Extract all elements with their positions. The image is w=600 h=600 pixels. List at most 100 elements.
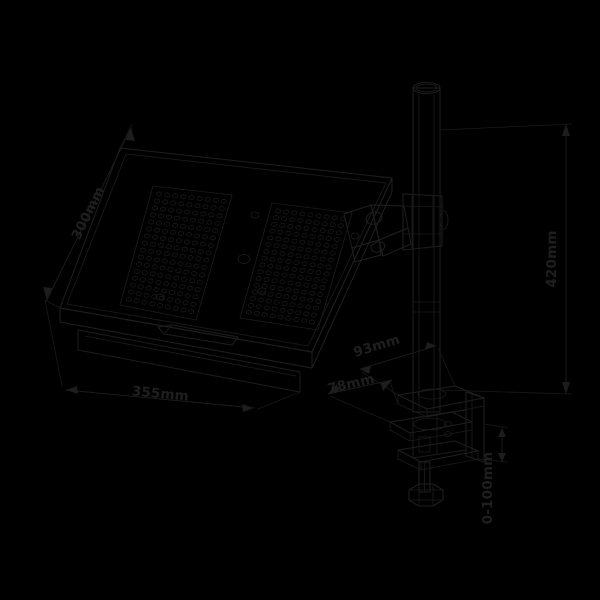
vent-hole xyxy=(212,228,219,233)
vent-hole xyxy=(205,250,212,256)
vent-hole xyxy=(203,257,210,263)
vent-hole xyxy=(133,268,140,274)
vent-hole xyxy=(151,294,158,300)
vent-hole xyxy=(216,213,223,219)
vent-hole xyxy=(305,276,312,281)
vent-hole xyxy=(317,263,324,269)
vent-hole xyxy=(291,238,298,244)
vent-hole xyxy=(159,236,166,241)
vent-hole xyxy=(173,275,180,281)
vent-hole xyxy=(169,290,176,295)
vent-hole xyxy=(149,271,156,277)
vent-panel-left xyxy=(119,185,233,321)
vent-hole xyxy=(283,294,290,300)
dimension-93mm-label: 93mm xyxy=(352,332,402,361)
vent-hole xyxy=(147,278,154,284)
vent-hole xyxy=(253,282,260,288)
clamp-knob xyxy=(408,483,444,507)
vent-hole xyxy=(172,222,179,228)
vent-hole xyxy=(297,303,304,309)
vent-hole xyxy=(165,244,172,250)
vent-hole xyxy=(191,240,198,246)
dimension-0-100mm: 0-100mm xyxy=(477,423,509,524)
vent-hole xyxy=(327,229,334,234)
vent-hole xyxy=(305,219,312,225)
vent-hole xyxy=(307,240,314,246)
vent-hole xyxy=(172,306,179,311)
vent-hole xyxy=(214,220,221,226)
vent-hole xyxy=(309,319,316,325)
vent-hole xyxy=(307,269,314,274)
vent-hole xyxy=(175,238,182,244)
vent-hole xyxy=(192,294,199,300)
vent-hole xyxy=(271,250,278,255)
vent-hole xyxy=(313,277,320,282)
vent-hole xyxy=(319,256,326,262)
vent-hole xyxy=(155,250,162,255)
vent-hole xyxy=(333,237,340,242)
vent-hole xyxy=(174,215,181,221)
vent-hole xyxy=(129,282,136,288)
vent-hole xyxy=(195,256,202,262)
vent-hole xyxy=(188,225,195,230)
vent-hole xyxy=(283,265,290,271)
vent-hole xyxy=(305,247,312,253)
vent-hole xyxy=(269,285,276,290)
vent-hole xyxy=(285,315,292,321)
vent-hole xyxy=(289,302,296,308)
vent-hole xyxy=(161,288,168,294)
vent-hole xyxy=(153,287,160,292)
vent-hole xyxy=(265,270,272,276)
vent-hole xyxy=(135,261,142,267)
vent-hole xyxy=(179,284,185,290)
vent-hole xyxy=(301,289,308,295)
vent-hole xyxy=(150,212,156,218)
vent-hole xyxy=(169,259,176,265)
vent-hole xyxy=(200,211,207,217)
vent-hole xyxy=(279,251,286,256)
vent-hole xyxy=(145,285,152,291)
laptop-tray xyxy=(59,147,393,393)
vent-hole xyxy=(141,270,148,275)
vent-hole xyxy=(171,252,178,258)
vent-hole xyxy=(173,245,180,251)
vent-hole xyxy=(196,196,203,201)
vent-hole xyxy=(271,306,278,312)
vent-hole xyxy=(180,194,187,200)
vent-hole xyxy=(255,276,262,281)
dimension-78mm-label: 78mm xyxy=(326,371,376,397)
vent-hole xyxy=(138,254,144,260)
vent-hole xyxy=(179,253,186,259)
vent-hole xyxy=(285,259,292,264)
vent-hole xyxy=(315,213,322,219)
vent-hole xyxy=(329,250,336,256)
vent-hole xyxy=(265,242,272,248)
vent-hole xyxy=(323,242,330,248)
vent-hole xyxy=(125,296,132,302)
vent-hole xyxy=(295,225,302,230)
vent-hole xyxy=(267,235,274,241)
vent-hole xyxy=(135,291,142,297)
vent-hole xyxy=(255,304,262,310)
tray-screw-hole xyxy=(257,287,267,295)
vent-hole xyxy=(297,218,304,224)
vent-hole xyxy=(299,268,306,273)
vent-hole xyxy=(145,256,152,261)
vent-hole xyxy=(167,237,174,242)
vent-hole xyxy=(247,303,254,308)
vent-hole xyxy=(162,199,169,205)
vent-hole xyxy=(182,216,189,222)
vent-hole xyxy=(143,263,150,268)
vent-hole xyxy=(271,278,278,284)
vent-hole xyxy=(261,255,268,261)
vent-hole xyxy=(273,243,280,249)
vent-hole xyxy=(206,219,213,225)
vent-hole xyxy=(319,285,326,290)
vent-hole xyxy=(277,229,284,235)
vent-hole xyxy=(263,249,270,254)
vent-hole xyxy=(177,261,184,266)
vent-hole xyxy=(289,217,296,223)
vent-hole xyxy=(273,215,280,220)
vent-hole xyxy=(167,267,174,272)
